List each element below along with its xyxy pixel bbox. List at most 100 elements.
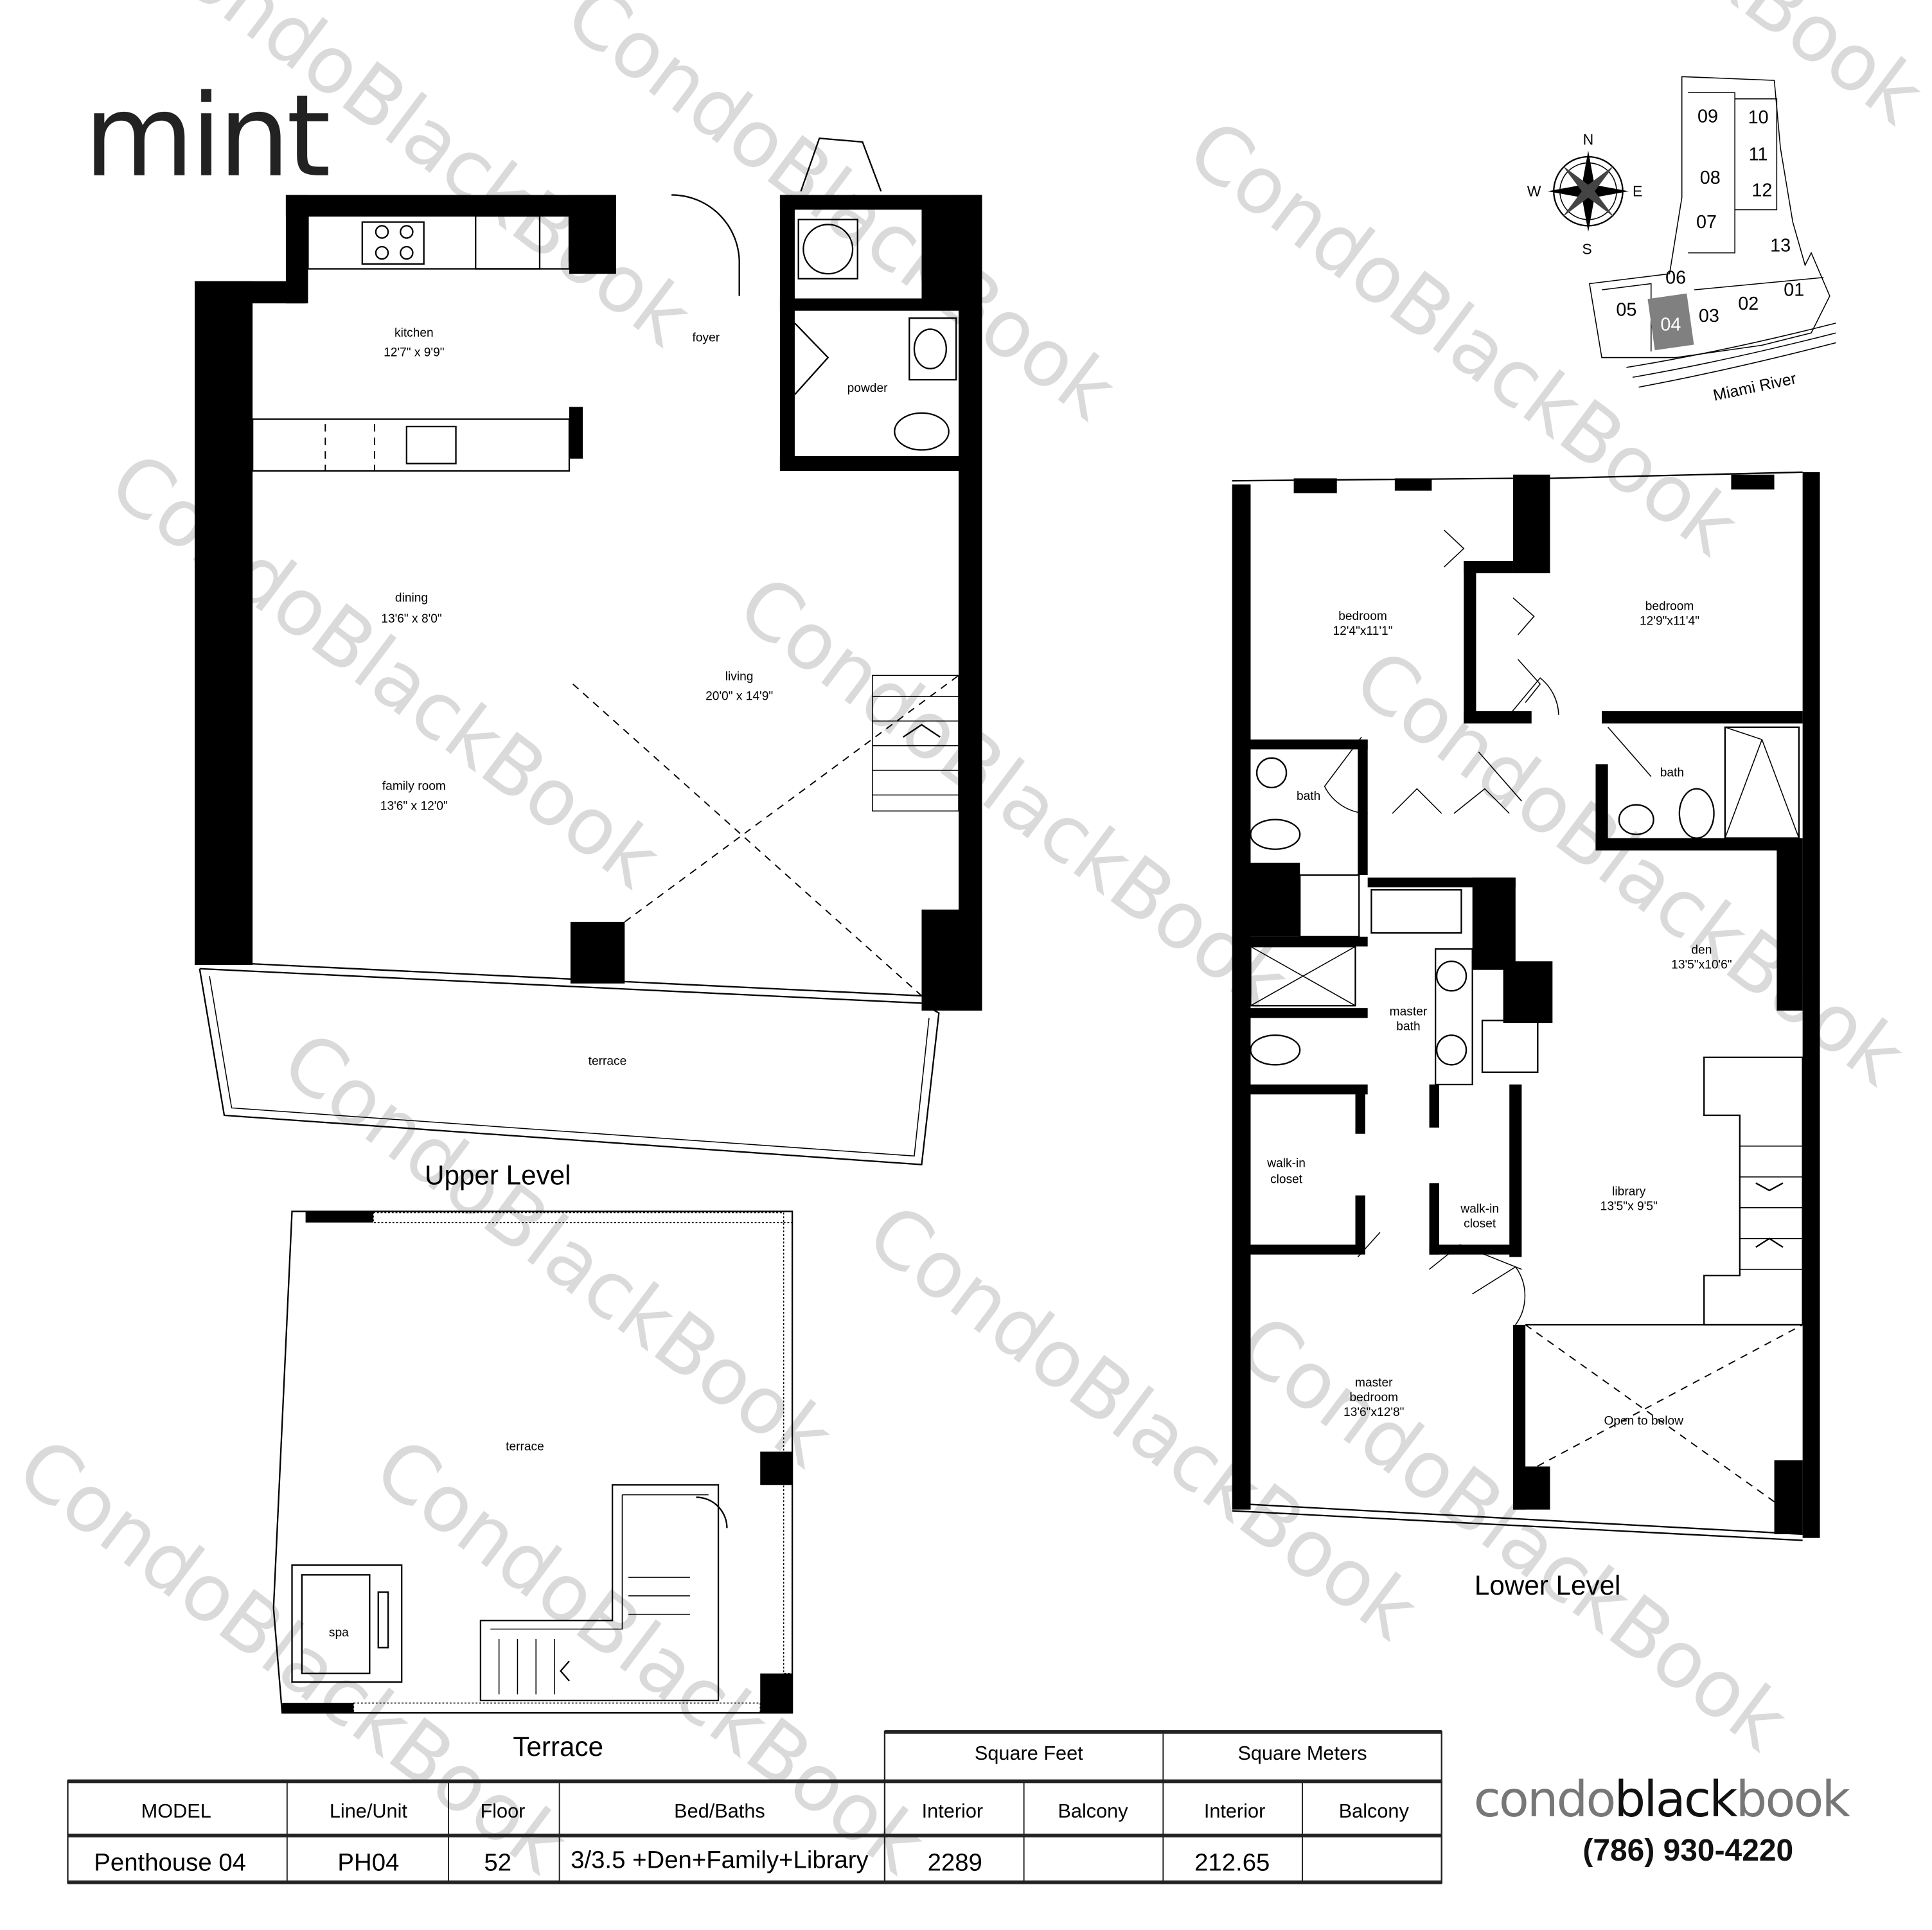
miami-river-label: Miami River xyxy=(1712,369,1798,405)
walkin-closet2-label: walk-in xyxy=(1460,1202,1499,1216)
watermark: CondoBlackBook xyxy=(1356,0,1932,142)
bath1-shower xyxy=(1299,874,1360,938)
unit-08: 08 xyxy=(1700,168,1721,188)
master-bath-label: master xyxy=(1390,1005,1428,1019)
bathtub-icon xyxy=(1370,889,1462,934)
stairs-upper xyxy=(871,675,959,812)
unit-13: 13 xyxy=(1770,236,1791,256)
cell-sqm-interior: 212.65 xyxy=(1194,1849,1270,1877)
header-floor: Floor xyxy=(480,1800,525,1822)
header-line-unit: Line/Unit xyxy=(330,1800,408,1822)
header-sqft-interior: Interior xyxy=(922,1800,983,1822)
logo-black: black xyxy=(1615,1771,1739,1828)
den-size: 13'5"x10'6" xyxy=(1671,959,1732,972)
upper-level-caption: Upper Level xyxy=(425,1160,571,1190)
unit-05: 05 xyxy=(1616,299,1636,320)
spa-icon xyxy=(291,1564,403,1683)
cell-model: Penthouse 04 xyxy=(94,1849,246,1877)
dining-size: 13'6" x 8'0" xyxy=(381,612,441,626)
sink-icon xyxy=(405,425,457,465)
family-room-label: family room xyxy=(382,780,446,793)
unit-09: 09 xyxy=(1697,106,1718,127)
stairs-lower xyxy=(1703,1056,1803,1326)
walkin-closet1-label: walk-in xyxy=(1266,1157,1306,1171)
watermark: CondoBlackBook xyxy=(1338,632,1921,1102)
bedroom1-label: bedroom xyxy=(1338,610,1387,623)
bedroom2-label: bedroom xyxy=(1645,600,1694,614)
terrace-caption: Terrace xyxy=(513,1731,603,1762)
master-sink-icon xyxy=(1435,1034,1467,1066)
cell-floor: 52 xyxy=(484,1849,511,1877)
watermark: CondoBlackBook xyxy=(722,558,1306,1029)
bedroom2-size: 12'9"x11'4" xyxy=(1640,615,1699,628)
header-sqft-balcony: Balcony xyxy=(1058,1800,1128,1822)
unit-04: 04 xyxy=(1660,314,1681,335)
upper-terrace-outline xyxy=(199,968,940,1165)
bath2-toilet-icon xyxy=(1678,788,1715,839)
washer-icon xyxy=(797,218,858,279)
bath2-shower xyxy=(1724,726,1800,839)
bath2-sink-icon xyxy=(1618,804,1654,835)
header-model: MODEL xyxy=(141,1800,211,1822)
bedroom1-size: 12'4"x11'1" xyxy=(1333,624,1393,638)
unit-10: 10 xyxy=(1748,107,1769,128)
master-toilet-icon xyxy=(1250,1034,1301,1066)
foyer-label: foyer xyxy=(693,332,720,345)
header-sqm-interior: Interior xyxy=(1204,1800,1265,1822)
living-label: living xyxy=(725,670,754,684)
library-size: 13'5"x 9'5" xyxy=(1600,1200,1658,1214)
bath1-toilet-icon xyxy=(1250,819,1301,850)
lower-level-plan: bedroom 12'4"x11'1" bedroom 12'9"x11'4" … xyxy=(1232,471,1820,1600)
powder-sink-icon xyxy=(908,317,957,381)
den-label: den xyxy=(1691,944,1712,957)
watermark: CondoBlackBook xyxy=(94,434,677,905)
powder-label: powder xyxy=(847,382,888,395)
walkin-closet2-label-2: closet xyxy=(1464,1217,1496,1230)
unit-02: 02 xyxy=(1738,294,1759,314)
cooktop-icon xyxy=(361,221,425,265)
dining-label: dining xyxy=(395,591,428,605)
unit-info-table: Square Feet Square Meters MODEL Line/Uni… xyxy=(67,1730,1442,1884)
upper-level-plan: kitchen 12'7" x 9'9" foyer powder dining… xyxy=(195,137,982,1190)
master-sink-icon xyxy=(1435,961,1467,992)
bath2-label: bath xyxy=(1660,766,1684,780)
master-bedroom-label-2: bedroom xyxy=(1349,1391,1398,1404)
compass-e: E xyxy=(1633,182,1642,199)
kitchen-size: 12'7" x 9'9" xyxy=(384,346,444,360)
stairs-terrace xyxy=(479,1484,728,1702)
compass-s: S xyxy=(1582,240,1591,257)
watermark: CondoBlackBook xyxy=(549,0,1133,438)
unit-04-highlight xyxy=(1647,293,1694,351)
master-bedroom-label: master xyxy=(1355,1376,1393,1390)
bath1-label: bath xyxy=(1297,790,1320,803)
unit-07: 07 xyxy=(1696,212,1717,233)
square-meters-header: Square Meters xyxy=(1237,1742,1367,1764)
kitchen-label: kitchen xyxy=(394,326,434,340)
bath1-sink-icon xyxy=(1255,757,1288,788)
key-plan: N S E W 09 10 08 11 12 07 13 06 05 04 03… xyxy=(1527,76,1836,405)
compass-w: W xyxy=(1527,182,1541,199)
compass-icon xyxy=(1547,150,1629,232)
unit-03: 03 xyxy=(1699,306,1719,326)
unit-12: 12 xyxy=(1751,180,1772,200)
svg-text:condoblackbook: condoblackbook xyxy=(1474,1771,1851,1828)
walkin-closet1-label-2: closet xyxy=(1270,1173,1303,1186)
terrace-level-plan: terrace spa Terrace xyxy=(272,1210,793,1762)
living-size: 20'0" x 14'9" xyxy=(705,690,773,704)
phone-number: (786) 930-4220 xyxy=(1582,1834,1793,1868)
logo-condo: condo xyxy=(1474,1771,1615,1828)
square-feet-header: Square Feet xyxy=(975,1742,1083,1764)
header-sqm-balcony: Balcony xyxy=(1339,1800,1410,1822)
roof-terrace-label: terrace xyxy=(506,1440,544,1454)
cell-sqft-interior: 2289 xyxy=(928,1849,982,1877)
family-room-size: 13'6" x 12'0" xyxy=(380,799,448,813)
master-bath-label-2: bath xyxy=(1396,1020,1420,1034)
lower-level-caption: Lower Level xyxy=(1475,1570,1620,1600)
unit-11: 11 xyxy=(1749,145,1768,165)
cell-line-unit: PH04 xyxy=(337,1849,399,1877)
unit-06: 06 xyxy=(1665,267,1686,288)
logo-book: book xyxy=(1736,1771,1851,1828)
condoblackbook-logo: condoblackbook (786) 930-4220 xyxy=(1474,1771,1853,1868)
unit-01: 01 xyxy=(1784,280,1804,301)
